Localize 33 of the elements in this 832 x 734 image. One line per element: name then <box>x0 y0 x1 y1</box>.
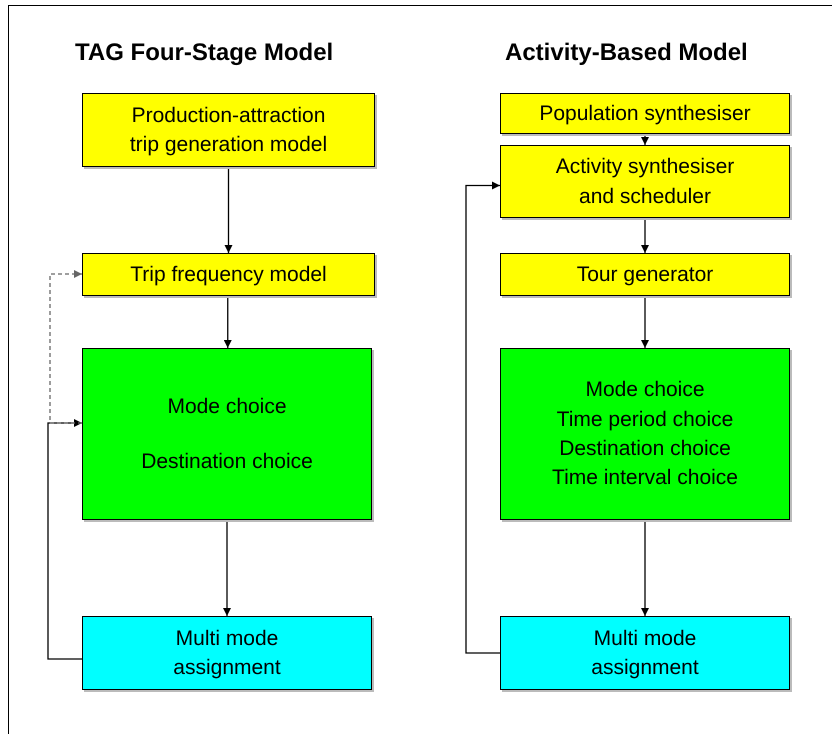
box-text: Activity synthesiser and scheduler <box>554 154 736 210</box>
process-box <box>82 93 375 167</box>
box-text: Mode choice <box>167 394 287 420</box>
box-text: Time period choice <box>556 406 734 433</box>
box-text: Population synthesiser <box>539 100 751 127</box>
arrow <box>641 218 649 253</box>
box-text: Production-attraction trip generation model <box>128 102 328 158</box>
process-box <box>500 93 790 134</box>
box-text: Time interval choice <box>552 465 738 492</box>
column-heading: TAG Four-Stage Model <box>75 39 334 67</box>
box-text: Destination choice <box>141 449 313 475</box>
box-text: Multi mode assignment <box>172 626 282 681</box>
choice-box <box>500 348 790 520</box>
box-text: Trip frequency model <box>130 262 327 288</box>
arrow <box>224 296 232 348</box>
process-box <box>500 253 790 296</box>
arrow <box>224 167 232 253</box>
column-heading: Activity-Based Model <box>505 39 748 67</box>
box-text: Multi mode assignment <box>590 626 700 681</box>
arrow <box>465 182 500 654</box>
choice-box <box>82 348 372 520</box>
box-text: Destination choice <box>559 436 731 462</box>
assignment-box <box>500 616 790 690</box>
arrow <box>223 520 231 616</box>
arrow <box>641 520 649 616</box>
arrow <box>49 270 82 424</box>
arrow <box>641 296 649 348</box>
process-box <box>82 253 375 296</box>
assignment-box <box>82 616 372 690</box>
arrow <box>47 419 82 660</box>
box-text: Tour generator <box>576 262 714 288</box>
process-box <box>500 145 790 218</box>
box-text: Mode choice <box>585 377 705 404</box>
